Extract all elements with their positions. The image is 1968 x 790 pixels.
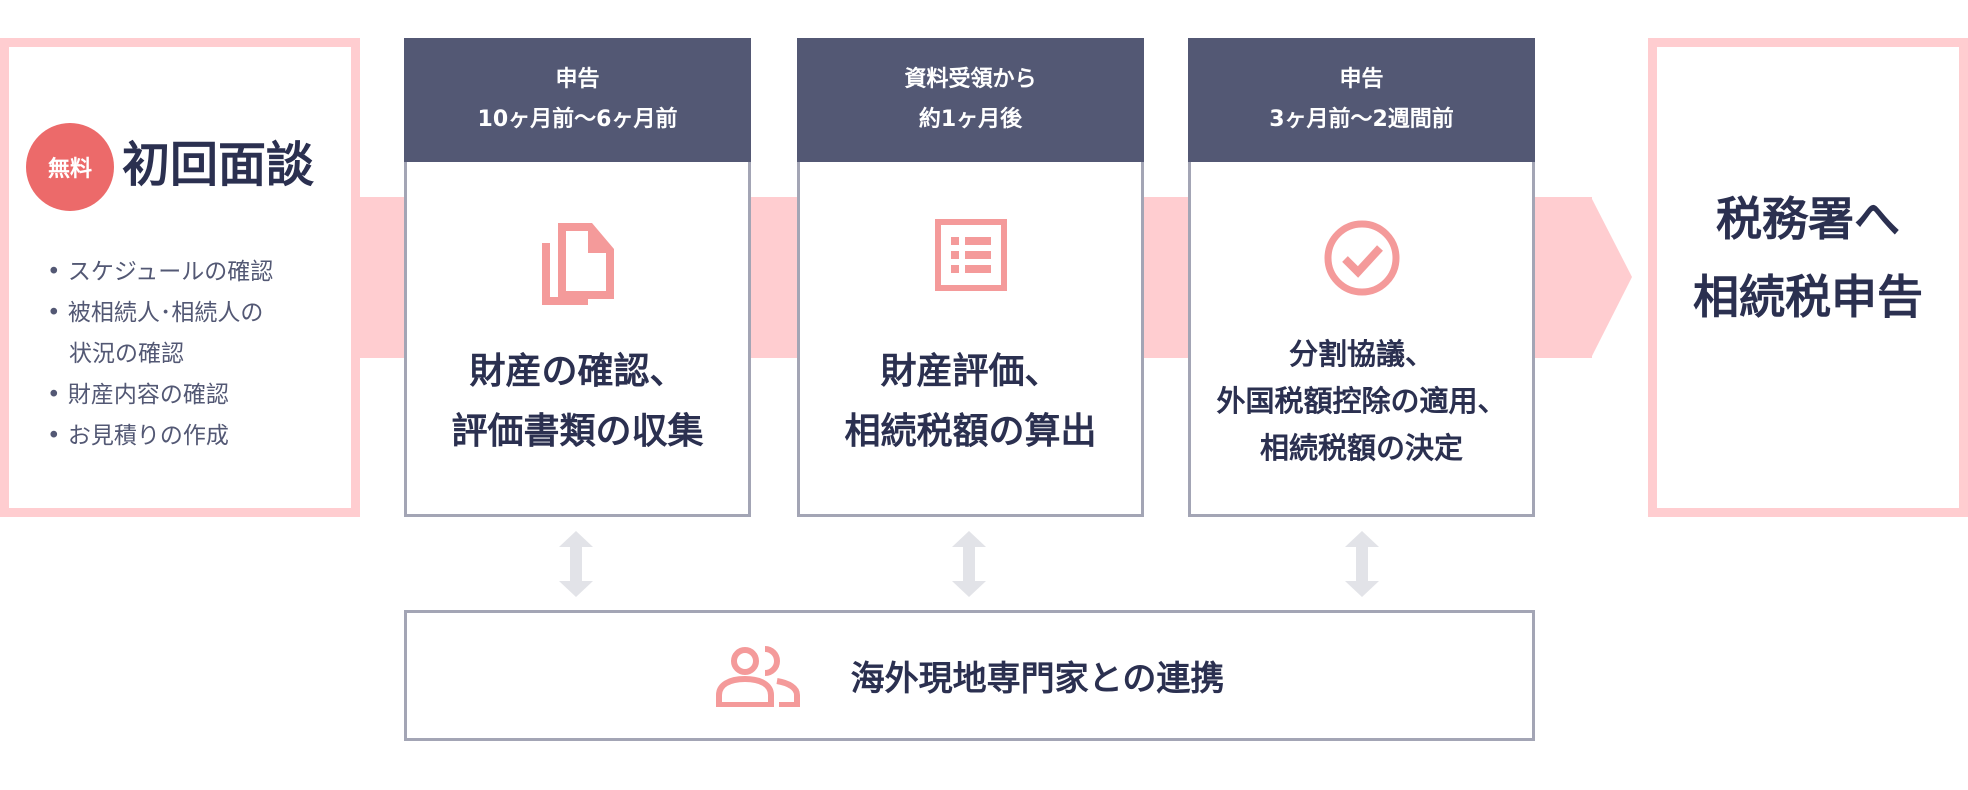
- initial-list: • スケジュールの確認 • 被相続人･相続人の 状況の確認 • 財産内容の確認 …: [47, 252, 273, 457]
- double-arrow-icon: [952, 531, 986, 597]
- double-arrow-icon: [1345, 531, 1379, 597]
- collaboration-box: 海外現地専門家との連携: [404, 610, 1535, 741]
- check-circle-icon: [1191, 219, 1532, 299]
- collaboration-label: 海外現地専門家との連携: [850, 659, 1225, 699]
- step-title: 財産の確認、評価書類の収集: [451, 350, 704, 452]
- final-box: 税務署へ相続税申告: [1648, 38, 1968, 517]
- step-title: 分割協議、外国税額控除の適用、相続税額の決定: [1216, 337, 1507, 465]
- documents-icon: [407, 219, 748, 305]
- step-card-2: 資料受領から約1ヶ月後 財産評価、相続税額の算出: [797, 38, 1144, 517]
- initial-title: 初回面談: [122, 137, 315, 193]
- people-icon: [715, 645, 800, 707]
- step-title: 財産評価、相続税額の算出: [844, 350, 1097, 452]
- list-item: • お見積りの作成: [47, 423, 229, 449]
- flow-arrow-tip: [1591, 197, 1632, 358]
- final-title: 税務署へ相続税申告: [1693, 191, 1923, 324]
- list-item: • 財産内容の確認: [47, 382, 229, 408]
- initial-consultation-box: 無料 初回面談 • スケジュールの確認 • 被相続人･相続人の 状況の確認 • …: [0, 38, 360, 517]
- free-badge: 無料: [26, 123, 114, 211]
- list-item: • 被相続人･相続人の: [47, 300, 264, 326]
- list-item: 状況の確認: [69, 341, 184, 367]
- list-item: • スケジュールの確認: [47, 259, 274, 285]
- step-timing: 資料受領から約1ヶ月後: [797, 38, 1144, 162]
- list-icon: [800, 219, 1141, 299]
- double-arrow-icon: [559, 531, 593, 597]
